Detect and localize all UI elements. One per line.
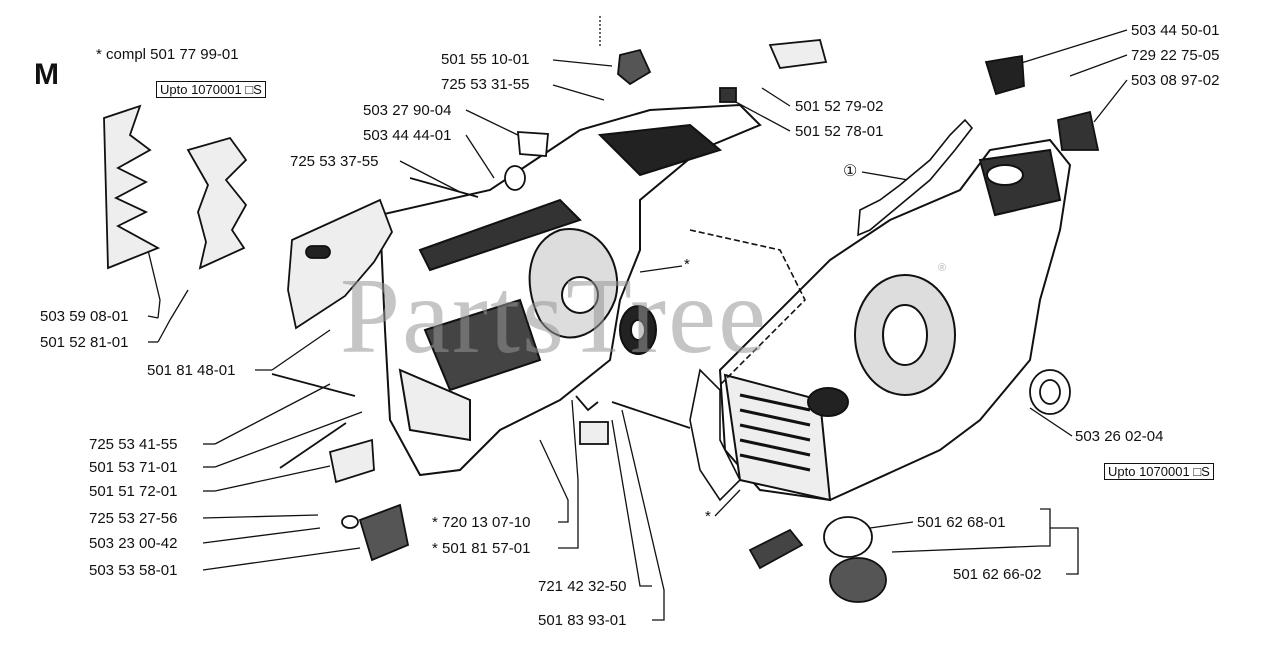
part-label: 503 53 58-01: [89, 562, 178, 579]
part-label: 501 81 48-01: [147, 362, 236, 379]
part-label: 501 53 71-01: [89, 459, 178, 476]
part-label: 501 62 66-02: [953, 566, 1042, 583]
watermark-registered-mark: ®: [938, 262, 947, 274]
part-label: 503 26 02-04: [1075, 428, 1164, 445]
part-label: 503 44 50-01: [1131, 22, 1220, 39]
part-label: 721 42 32-50: [538, 578, 627, 595]
part-label: 501 51 72-01: [89, 483, 178, 500]
upto-box-right: Upto 1070001 □S: [1104, 463, 1214, 480]
asterisk-marker: *: [684, 256, 690, 273]
part-label: 503 27 90-04: [363, 102, 452, 119]
upto-box-left: Upto 1070001 □S: [156, 81, 266, 98]
section-letter: M: [34, 58, 59, 91]
watermark-text: PartsTree: [340, 257, 769, 376]
part-label: 501 52 79-02: [795, 98, 884, 115]
part-label: 501 55 10-01: [441, 51, 530, 68]
part-label: 725 53 37-55: [290, 153, 379, 170]
part-label: 725 53 31-55: [441, 76, 530, 93]
part-label: 501 52 78-01: [795, 123, 884, 140]
part-label: 503 44 44-01: [363, 127, 452, 144]
part-label: 729 22 75-05: [1131, 47, 1220, 64]
asterisk-marker: *: [705, 508, 711, 525]
part-label: 501 52 81-01: [40, 334, 129, 351]
part-label: 725 53 41-55: [89, 436, 178, 453]
part-label: 501 83 93-01: [538, 612, 627, 629]
part-label: * 720 13 07-10: [432, 514, 531, 531]
circled-marker-1: ①: [843, 163, 858, 180]
part-label: * 501 81 57-01: [432, 540, 531, 557]
part-label: 725 53 27-56: [89, 510, 178, 527]
part-label: 503 08 97-02: [1131, 72, 1220, 89]
part-label: 503 59 08-01: [40, 308, 129, 325]
part-label: 501 62 68-01: [917, 514, 1006, 531]
completion-note: * compl 501 77 99-01: [96, 46, 239, 63]
part-label: 503 23 00-42: [89, 535, 178, 552]
